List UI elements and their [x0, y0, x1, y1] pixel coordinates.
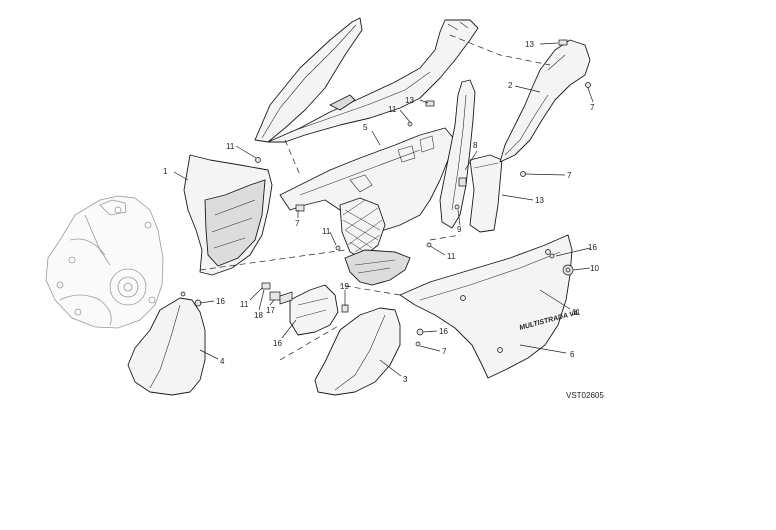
- callout-9: 9: [457, 225, 462, 234]
- callout-11-a: 11: [226, 142, 235, 151]
- callout-13-a: 13: [525, 40, 534, 49]
- callout-2: 2: [508, 81, 513, 90]
- callout-1: 1: [163, 167, 168, 176]
- callout-labels: 1 2 3 4 5 6 7 7 7 7 8 9 10 11 11 11 11 1…: [163, 40, 599, 384]
- engine-cover: [45, 195, 164, 329]
- part-3-lower-center-panel: [314, 307, 401, 396]
- drawing-code: VST02605: [566, 391, 604, 400]
- callout-19: 18: [254, 311, 263, 320]
- leader-lines: [173, 42, 594, 377]
- part-5-inner-frame: [279, 127, 456, 286]
- callout-8: 8: [473, 141, 478, 150]
- part-17-cover: [289, 284, 339, 336]
- hardware: [180, 39, 591, 347]
- callout-11-d: 11: [447, 252, 456, 261]
- callout-13-b: 13: [405, 96, 414, 105]
- callout-5: 5: [363, 123, 368, 132]
- assembly-lines: [199, 34, 551, 361]
- callout-10: 10: [590, 264, 599, 273]
- callout-4: 4: [220, 357, 225, 366]
- part-1-left-inner-cover: [183, 154, 273, 276]
- callout-11-b: 11: [388, 105, 397, 114]
- part-4-lower-left-panel: [127, 297, 206, 396]
- callout-16-a: 16: [588, 243, 597, 252]
- callout-12: 11: [572, 308, 581, 317]
- part-14-block: [469, 154, 503, 233]
- callout-16-b: 16: [216, 297, 225, 306]
- callout-16-c: 16: [439, 327, 448, 336]
- callout-3: 3: [403, 375, 408, 384]
- callout-7-d: 7: [442, 347, 447, 356]
- part-2-side-cover: [499, 39, 591, 163]
- callout-11-c: 11: [322, 227, 331, 236]
- callout-11-e: 11: [240, 300, 249, 309]
- callout-17: 16: [273, 339, 282, 348]
- part-8-side-panel: [439, 79, 476, 229]
- callout-7-a: 7: [590, 103, 595, 112]
- callout-7-b: 7: [567, 171, 572, 180]
- callout-14: 13: [535, 196, 544, 205]
- callout-20: 19: [340, 282, 349, 291]
- callout-7-c: 7: [295, 219, 300, 228]
- callout-6: 6: [570, 350, 575, 359]
- callout-18: 17: [266, 306, 275, 315]
- upper-fairing: [254, 17, 479, 143]
